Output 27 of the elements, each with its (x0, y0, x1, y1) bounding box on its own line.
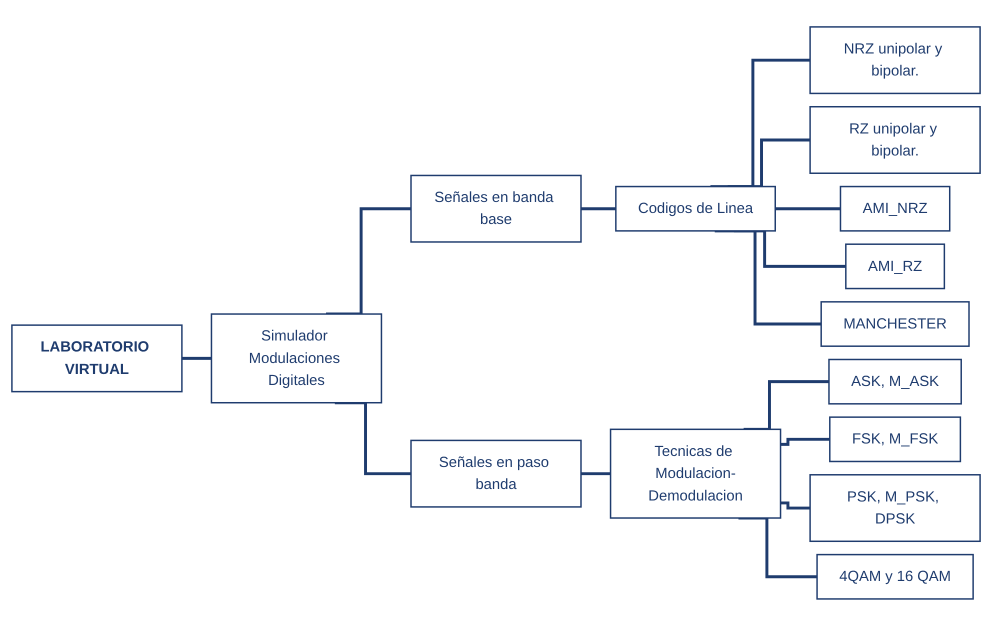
node-box: Codigos de Linea (615, 186, 776, 232)
node-box: NRZ unipolar y bipolar. (809, 26, 981, 94)
node-box: ASK, M_ASK (828, 358, 962, 405)
connector (775, 207, 840, 210)
connector (182, 356, 212, 360)
connector (780, 502, 810, 510)
node-box: 4QAM y 16 QAM (816, 554, 974, 600)
node-box: RZ unipolar y bipolar. (809, 106, 981, 174)
connector (780, 438, 830, 446)
connector (334, 401, 411, 476)
node-box: FSK, M_FSK (829, 416, 962, 462)
connector (326, 207, 411, 316)
node-box: AMI_NRZ (840, 186, 950, 232)
connector (714, 229, 822, 326)
node-box: LABORATORIO VIRTUAL (11, 324, 183, 392)
node-box: AMI_RZ (845, 244, 946, 290)
node-box: Señales en banda base (410, 174, 582, 243)
node-box: PSK, M_PSK, DPSK (809, 474, 981, 542)
connector (581, 472, 611, 476)
connector (744, 380, 829, 431)
node-box: Simulador Modulaciones Digitales (210, 313, 382, 404)
node-box: Señales en paso banda (410, 440, 582, 508)
connector (581, 207, 616, 210)
connector (728, 138, 810, 188)
connector (710, 58, 810, 188)
node-box: MANCHESTER (820, 301, 970, 347)
node-box: Tecnicas de Modulacion-Demodulacion (610, 428, 782, 519)
